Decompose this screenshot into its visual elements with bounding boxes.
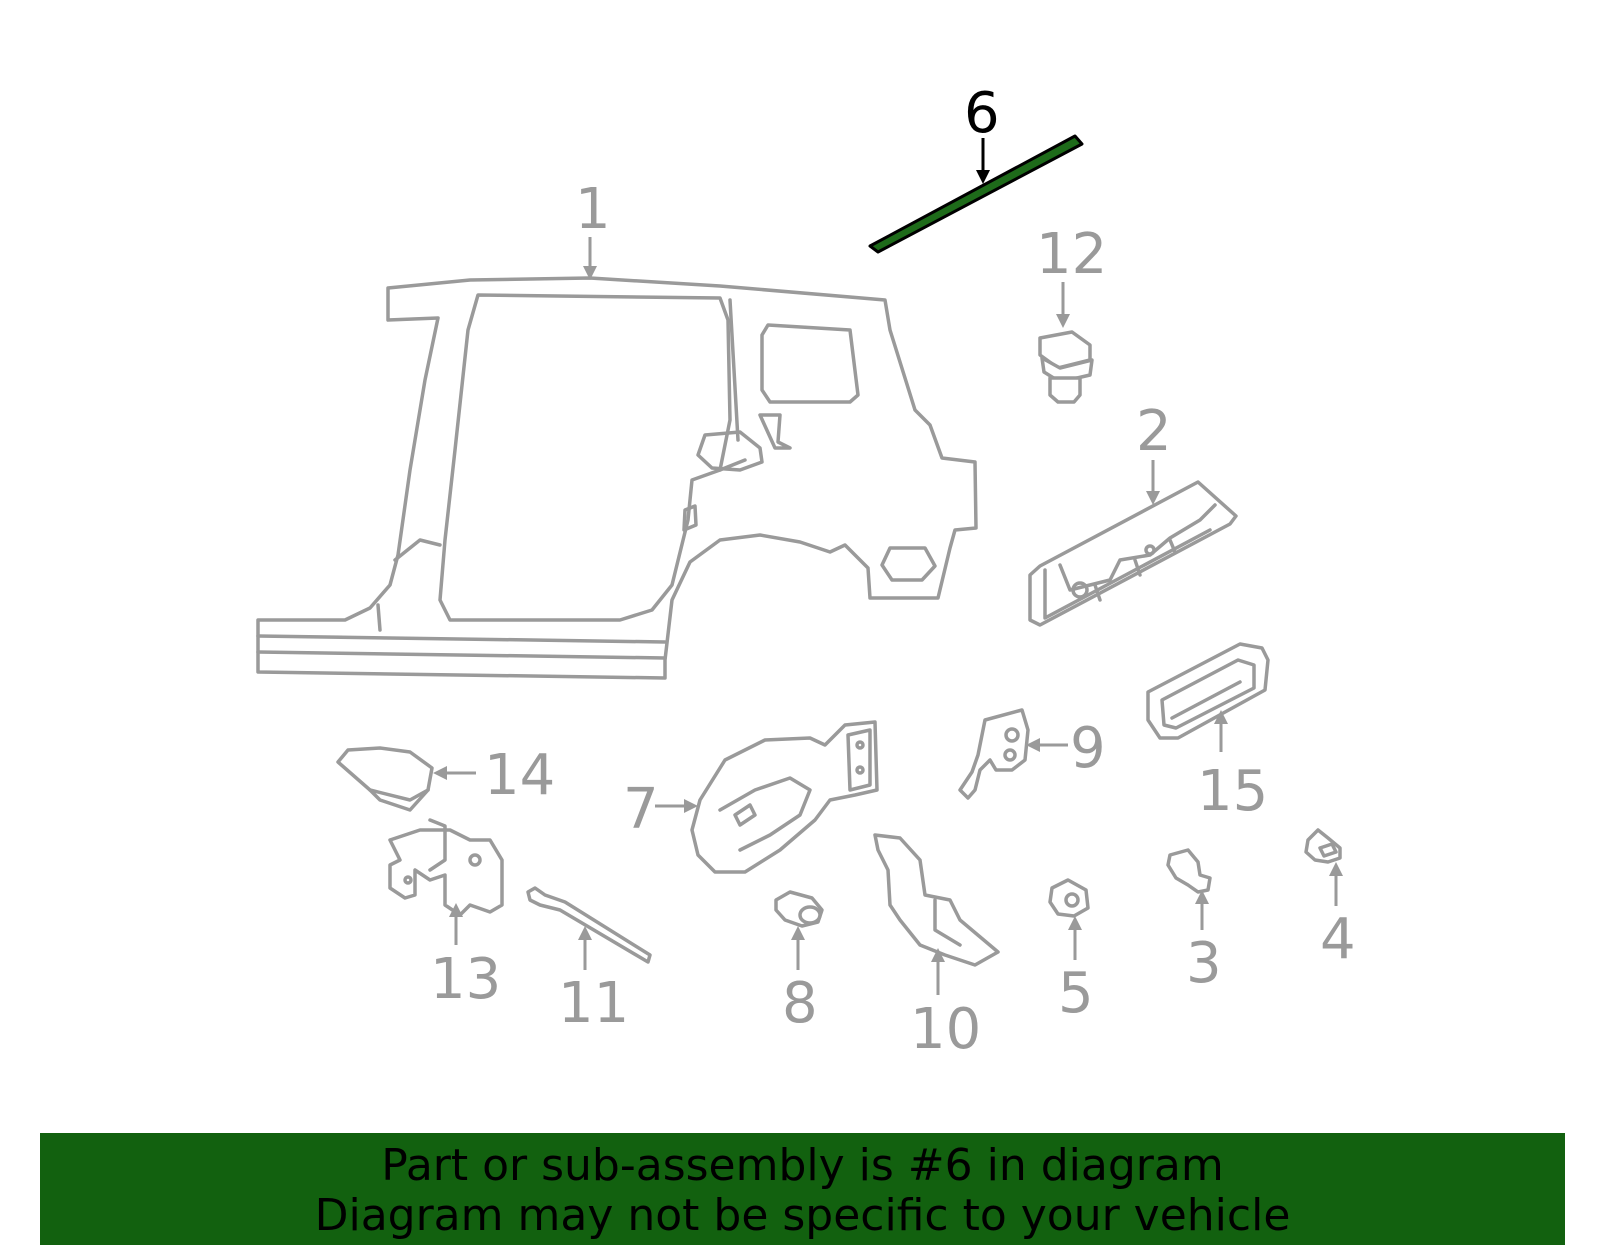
callout-3: 3 xyxy=(1186,931,1222,996)
callout-6: 6 xyxy=(964,81,1000,146)
part-4-clip[interactable] xyxy=(1304,828,1342,864)
callout-11: 11 xyxy=(558,971,629,1036)
callout-13: 13 xyxy=(430,947,501,1012)
part-10-bracket[interactable] xyxy=(873,833,1000,967)
part-7-filler-housing[interactable] xyxy=(690,720,879,874)
notice-banner: Part or sub-assembly is #6 in diagram Di… xyxy=(40,1133,1565,1245)
part-11-release-cable[interactable] xyxy=(526,886,652,964)
part-1-body-side-panel[interactable] xyxy=(256,276,978,680)
callout-5: 5 xyxy=(1058,961,1094,1026)
part-15-pocket[interactable] xyxy=(1146,642,1270,740)
callout-12: 12 xyxy=(1036,222,1107,287)
callout-14: 14 xyxy=(484,743,555,808)
callout-4: 4 xyxy=(1320,907,1356,972)
part-14-fuel-door[interactable] xyxy=(336,746,434,812)
part-3-push-clip[interactable] xyxy=(1166,848,1212,894)
callout-9: 9 xyxy=(1070,716,1106,781)
part-6-roof-molding-highlighted[interactable] xyxy=(868,134,1084,254)
callout-15: 15 xyxy=(1197,759,1268,824)
banner-line-1: Part or sub-assembly is #6 in diagram xyxy=(381,1140,1224,1191)
part-2-reinforcement[interactable] xyxy=(1028,480,1238,627)
part-12-clip[interactable] xyxy=(1038,330,1094,404)
callout-8: 8 xyxy=(782,971,818,1036)
banner-line-2: Diagram may not be specific to your vehi… xyxy=(314,1190,1291,1241)
callout-2: 2 xyxy=(1136,399,1172,464)
callout-1: 1 xyxy=(575,177,611,242)
part-13-bracket[interactable] xyxy=(388,818,504,917)
part-5-nut[interactable] xyxy=(1048,878,1090,918)
part-8-bumper[interactable] xyxy=(774,890,824,928)
part-9-hinge[interactable] xyxy=(958,708,1030,800)
callout-7: 7 xyxy=(623,777,659,842)
callout-10: 10 xyxy=(910,997,981,1062)
